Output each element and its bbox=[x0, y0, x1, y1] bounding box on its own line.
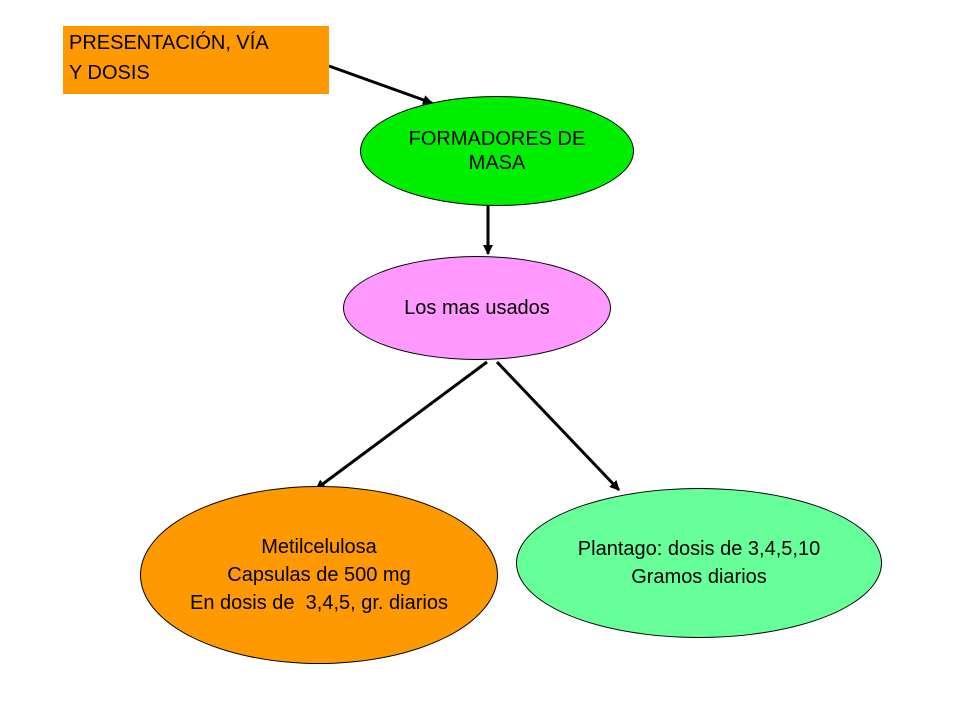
metilcelulosa-line-3: En dosis de 3,4,5, gr. diarios bbox=[190, 592, 448, 614]
title-line-1: PRESENTACIÓN, VÍA bbox=[69, 32, 269, 54]
usados-label: Los mas usados bbox=[404, 297, 550, 319]
plantago-line-1: Plantago: dosis de 3,4,5,10 bbox=[577, 538, 821, 560]
metilcelulosa-line-2: Capsulas de 500 mg bbox=[227, 564, 411, 586]
metilcelulosa-line-1: Metilcelulosa bbox=[261, 536, 377, 558]
formadores-line-2: MASA bbox=[468, 152, 526, 174]
presentacion-title-box: PRESENTACIÓN, VÍA Y DOSIS bbox=[63, 26, 329, 94]
title-line-2: Y DOSIS bbox=[69, 62, 150, 84]
los-mas-usados-node: Los mas usados bbox=[343, 256, 611, 360]
arrow-usados-to-plantago bbox=[495, 360, 621, 492]
formadores-line-1: FORMADORES DE bbox=[408, 128, 586, 150]
arrow-title-to-formadores bbox=[328, 64, 433, 105]
arrow-usados-to-metilcelulosa bbox=[315, 360, 488, 491]
metilcelulosa-node: Metilcelulosa Capsulas de 500 mg En dosi… bbox=[140, 486, 498, 664]
plantago-node: Plantago: dosis de 3,4,5,10 Gramos diari… bbox=[516, 488, 882, 638]
plantago-line-2: Gramos diarios bbox=[631, 566, 767, 588]
formadores-de-masa-node: FORMADORES DE MASA bbox=[360, 96, 634, 206]
